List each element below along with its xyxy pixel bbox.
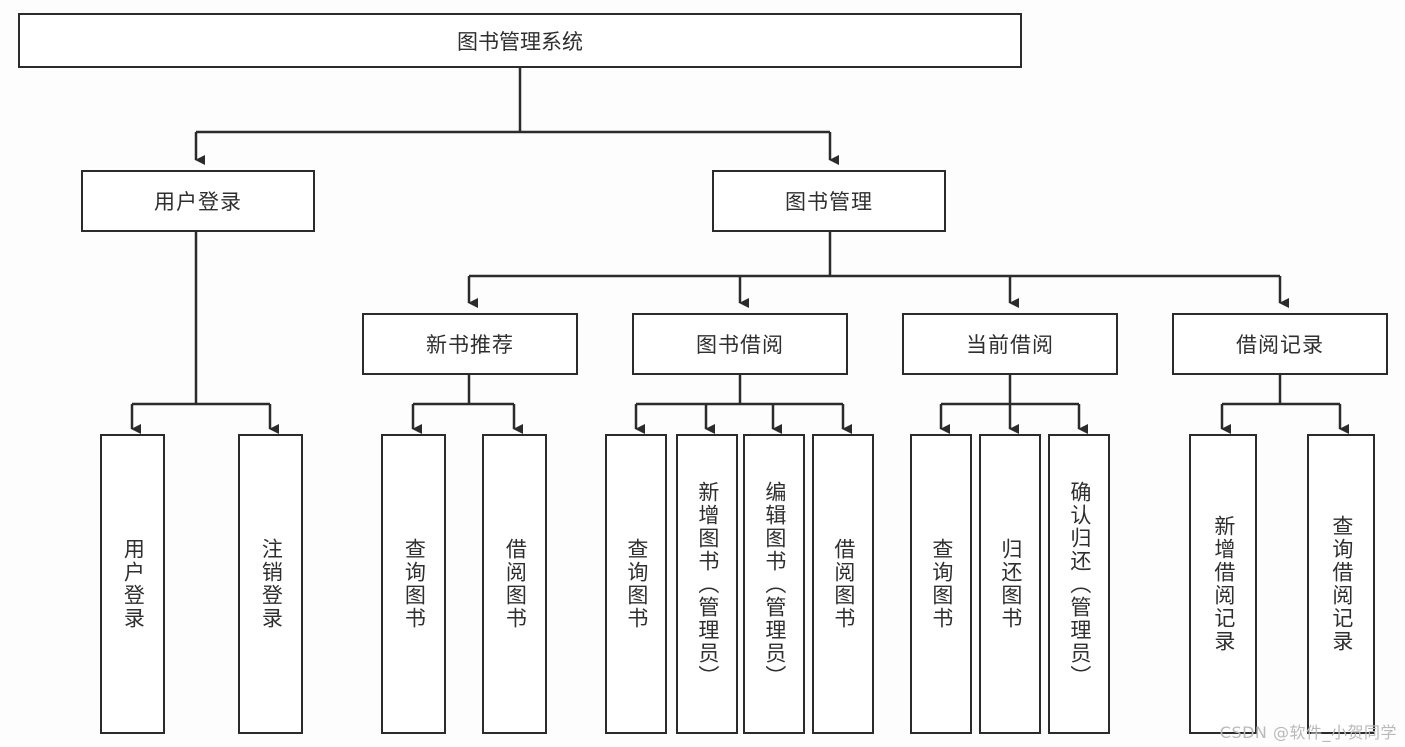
node-current-borrow[interactable]: 当前借阅 bbox=[902, 313, 1118, 375]
leaf-borrow-query-book[interactable]: 查询图书 bbox=[605, 434, 667, 734]
node-book-borrow[interactable]: 图书借阅 bbox=[632, 313, 848, 375]
leaf-label: 用户登录 bbox=[121, 538, 146, 630]
leaf-borrow-borrow-book[interactable]: 借阅图书 bbox=[812, 434, 874, 734]
leaf-current-query-book[interactable]: 查询图书 bbox=[910, 434, 972, 734]
leaf-label: 新增图书（管理员） bbox=[695, 480, 720, 688]
leaf-label: 查询图书 bbox=[624, 538, 649, 630]
node-label: 新书推荐 bbox=[426, 333, 514, 357]
leaf-record-query-borrow-record[interactable]: 查询借阅记录 bbox=[1307, 434, 1375, 734]
leaf-record-add-borrow-record[interactable]: 新增借阅记录 bbox=[1189, 434, 1257, 734]
node-borrow-record[interactable]: 借阅记录 bbox=[1172, 313, 1388, 375]
leaf-label: 归还图书 bbox=[998, 538, 1023, 630]
node-user-login[interactable]: 用户登录 bbox=[81, 170, 315, 232]
leaf-label: 确认归还（管理员） bbox=[1067, 480, 1092, 688]
leaf-borrow-add-book-admin[interactable]: 新增图书（管理员） bbox=[676, 434, 738, 734]
node-label: 图书管理系统 bbox=[457, 29, 583, 54]
node-new-book-recommend[interactable]: 新书推荐 bbox=[362, 313, 578, 375]
node-label: 当前借阅 bbox=[966, 333, 1054, 357]
leaf-label: 编辑图书（管理员） bbox=[762, 480, 787, 688]
node-label: 图书管理 bbox=[785, 190, 873, 214]
leaf-user-login-logout[interactable]: 注销登录 bbox=[238, 434, 303, 734]
leaf-label: 查询借阅记录 bbox=[1329, 515, 1354, 653]
leaf-borrow-edit-book-admin[interactable]: 编辑图书（管理员） bbox=[743, 434, 805, 734]
leaf-label: 借阅图书 bbox=[503, 538, 528, 630]
watermark: CSDN @软件_小贺同学 bbox=[1219, 723, 1397, 742]
leaf-current-confirm-return-admin[interactable]: 确认归还（管理员） bbox=[1048, 434, 1110, 734]
leaf-label: 注销登录 bbox=[259, 538, 284, 630]
leaf-label: 查询图书 bbox=[929, 538, 954, 630]
leaf-current-return-book[interactable]: 归还图书 bbox=[979, 434, 1041, 734]
node-label: 用户登录 bbox=[154, 190, 242, 214]
node-label: 借阅记录 bbox=[1236, 333, 1324, 357]
leaf-label: 查询图书 bbox=[402, 538, 427, 630]
leaf-new-book-borrow-book[interactable]: 借阅图书 bbox=[482, 434, 547, 734]
leaf-label: 借阅图书 bbox=[831, 538, 856, 630]
node-root-book-management-system[interactable]: 图书管理系统 bbox=[18, 13, 1022, 68]
leaf-label: 新增借阅记录 bbox=[1211, 515, 1236, 653]
leaf-new-book-query-book[interactable]: 查询图书 bbox=[381, 434, 446, 734]
leaf-user-login-login[interactable]: 用户登录 bbox=[100, 434, 165, 734]
node-label: 图书借阅 bbox=[696, 333, 784, 357]
node-book-management[interactable]: 图书管理 bbox=[712, 170, 946, 232]
